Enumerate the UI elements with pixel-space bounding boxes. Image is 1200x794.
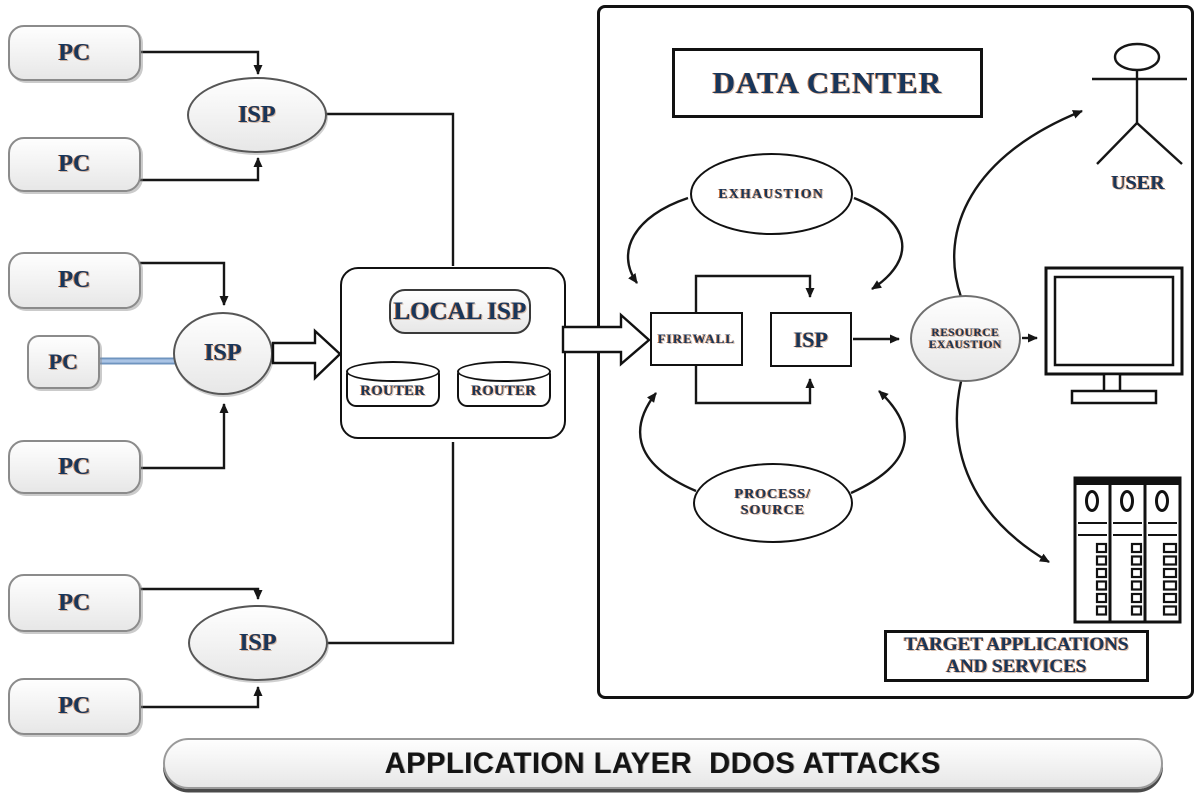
pc-label: PC xyxy=(58,267,91,293)
pc-node-1: PC xyxy=(8,25,141,81)
pc-label: PC xyxy=(58,453,91,480)
diagram-title-banner: APPLICATION LAYER DDOS ATTACKS xyxy=(163,738,1163,789)
local-isp-node: LOCAL ISP ROUTER ROUTER xyxy=(340,267,566,439)
firewall-node: FIREWALL xyxy=(650,312,743,366)
target-apps-line1: TARGET APPLICATIONS xyxy=(904,634,1129,656)
exaustion-label: EXAUSTION xyxy=(929,338,1002,351)
datacenter-isp-node: ISP xyxy=(770,312,852,367)
datacenter-connectors xyxy=(626,109,1083,564)
datacenter-isp-label: ISP xyxy=(793,326,829,352)
exhaustion-label: EXHAUSTION xyxy=(718,186,825,201)
isp-label: ISP xyxy=(238,101,276,128)
pc-label: PC xyxy=(58,39,91,66)
exhaustion-node: EXHAUSTION xyxy=(690,153,853,235)
data-center-title: DATA CENTER xyxy=(712,65,943,100)
pc-label: PC xyxy=(58,589,91,616)
user-caption: USER xyxy=(1096,170,1180,196)
user-label: USER xyxy=(1111,171,1165,194)
process-label: PROCESS/ xyxy=(734,487,812,502)
data-center-title-box: DATA CENTER xyxy=(672,48,983,118)
resource-exaustion-node: RESOURCE EXAUSTION xyxy=(910,295,1021,382)
pc-label: PC xyxy=(58,693,91,719)
resource-label: RESOURCE xyxy=(931,326,1000,339)
pc-node-6: PC xyxy=(8,574,141,632)
pc-node-7: PC xyxy=(8,678,141,735)
user-icon xyxy=(1092,42,1187,165)
pc-node-2: PC xyxy=(8,137,141,192)
isp-node-middle: ISP xyxy=(173,312,273,395)
pc-label: PC xyxy=(48,349,79,374)
router-icon: ROUTER xyxy=(457,361,551,407)
isp-label: ISP xyxy=(239,629,277,656)
isp-node-top: ISP xyxy=(187,77,327,153)
firewall-label: FIREWALL xyxy=(657,331,736,346)
monitor-icon xyxy=(1044,266,1184,405)
router-cylinder-top xyxy=(457,361,551,382)
router-label: ROUTER xyxy=(360,382,426,399)
local-isp-label: LOCAL ISP xyxy=(393,297,527,325)
router-icon: ROUTER xyxy=(346,361,440,407)
attacker-connectors xyxy=(140,50,455,709)
pc-node-4: PC xyxy=(27,335,100,389)
isp-node-bottom: ISP xyxy=(188,605,328,681)
source-label: SOURCE xyxy=(740,503,806,518)
pc-label: PC xyxy=(58,151,91,177)
local-isp-title-pill: LOCAL ISP xyxy=(389,289,531,334)
pc-node-3: PC xyxy=(8,252,141,309)
pc-node-5: PC xyxy=(8,440,141,494)
target-apps-box: TARGET APPLICATIONS AND SERVICES xyxy=(884,630,1149,682)
isp-label: ISP xyxy=(204,340,242,366)
router-label: ROUTER xyxy=(471,382,537,399)
target-apps-line2: AND SERVICES xyxy=(946,656,1087,677)
router-cylinder-top xyxy=(346,361,440,382)
diagram-title: APPLICATION LAYER DDOS ATTACKS xyxy=(384,746,942,780)
process-source-node: PROCESS/ SOURCE xyxy=(693,463,853,543)
server-rack-icon xyxy=(1073,476,1182,624)
